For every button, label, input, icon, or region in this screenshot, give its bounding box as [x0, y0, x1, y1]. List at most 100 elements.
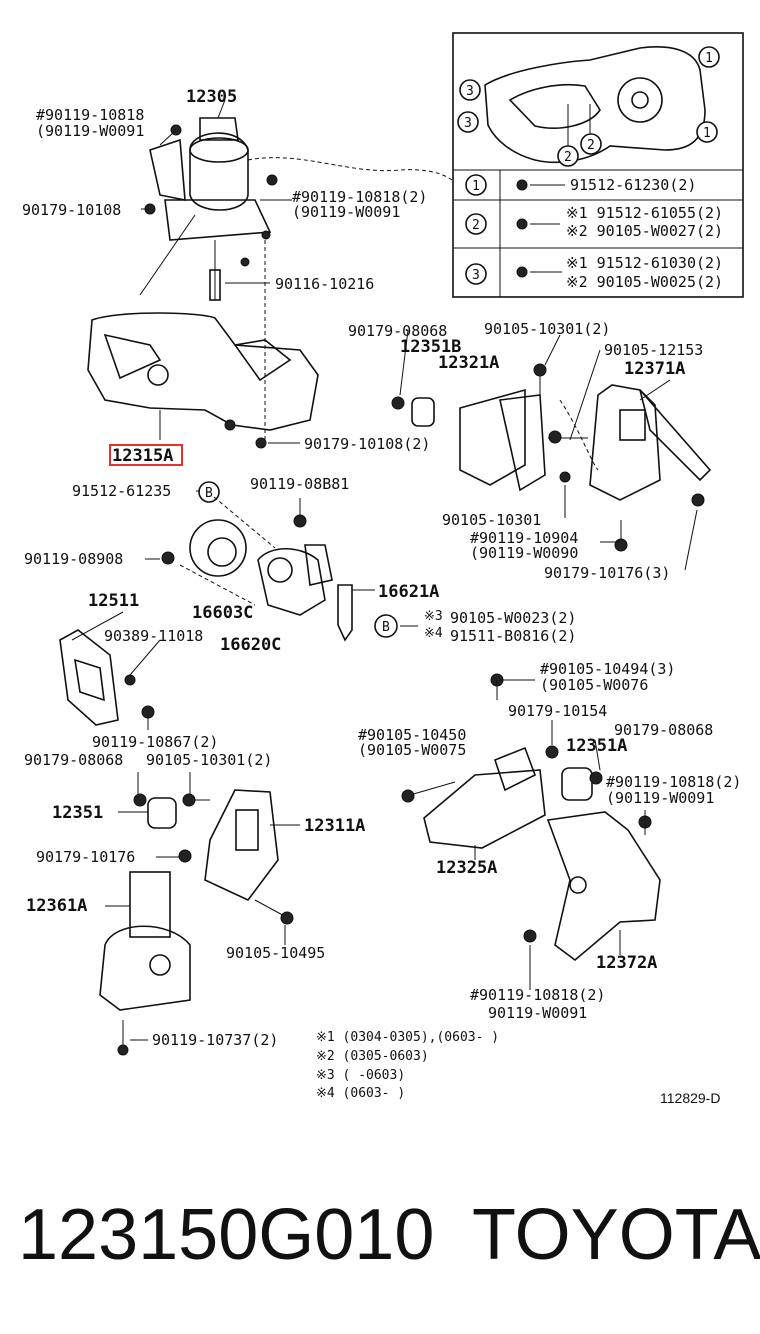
callout-16603C: 16603C [192, 603, 253, 623]
callout-90179-10108-2: 90179-10108(2) [304, 435, 430, 453]
bracket-12371A-drawing [559, 384, 712, 552]
callout-90179-10154: 90179-10154 [508, 702, 607, 720]
callout-90119-W0091-a: (90119-W0091 [36, 122, 144, 140]
parts-diagram: 1 1 3 3 2 2 1 91512-61230(2) 2 [22, 32, 744, 1106]
inset-row-2-label-b: ※2 90105-W0027(2) [566, 222, 723, 240]
svg-text:1: 1 [472, 179, 480, 194]
callout-90179-08068-a: 90179-08068 [348, 322, 447, 340]
callout-90179-08068-b: 90179-08068 [24, 751, 123, 769]
inset-table: 1 1 3 3 2 2 1 91512-61230(2) 2 [452, 32, 744, 298]
callout-91512-61235: 91512-61235 [72, 482, 171, 500]
callout-12511: 12511 [88, 591, 139, 611]
callout-90119-W0091-b: (90119-W0091 [292, 203, 400, 221]
callout-90119-10818-b: #90119-10818(2) [292, 188, 427, 206]
callout-12325A: 12325A [436, 858, 497, 878]
inset-row-1-label: 91512-61230(2) [570, 176, 696, 194]
footer: 123150G010 TOYOTA [0, 1190, 760, 1280]
diagram-id: 112829-D [660, 1090, 720, 1106]
callout-90179-08068-c: 90179-08068 [614, 721, 713, 739]
callout-12361A: 12361A [26, 896, 87, 916]
bracket-12321A-drawing [391, 363, 588, 492]
svg-text:2: 2 [472, 218, 480, 233]
bracket-12511-drawing [59, 629, 155, 730]
callout-12321A: 12321A [438, 353, 499, 373]
callout-16620C: 16620C [220, 635, 281, 655]
svg-text:B: B [382, 620, 390, 635]
callout-12311A: 12311A [304, 816, 365, 836]
callouts: 12305 #90119-10818 (90119-W0091 90179-10… [22, 87, 741, 1049]
footnote-1: ※1 (0304-0305),(0603- ) [316, 1030, 499, 1045]
bracket-12315A-drawing [87, 312, 319, 449]
footnote-3: ※3 ( -0603) [316, 1068, 405, 1083]
callout-90119-10818-2d: #90119-10818(2) [470, 986, 605, 1004]
callout-90105-12153: 90105-12153 [604, 341, 703, 359]
inset-row-3-label-a: ※1 91512-61030(2) [566, 254, 723, 272]
callout-90119-W0091-d: 90119-W0091 [488, 1004, 587, 1022]
callout-note4: ※4 [424, 626, 443, 641]
callout-16621A: 16621A [378, 582, 439, 602]
callout-90119-10737: 90119-10737(2) [152, 1031, 278, 1049]
callout-90105-W0075: (90105-W0075 [358, 741, 466, 759]
bracket-12372A-drawing [523, 745, 661, 962]
bracket-16621A-drawing [337, 584, 375, 642]
bracket-12325A-drawing [401, 673, 546, 849]
inset-circle-1b: 1 [696, 121, 718, 143]
bracket-12361A-drawing [99, 871, 191, 1056]
callout-90119-10867: 90119-10867(2) [92, 733, 218, 751]
callout-90119-08908: 90119-08908 [24, 550, 123, 568]
callout-90179-10108: 90179-10108 [22, 201, 121, 219]
inset-circle-1a: 1 [698, 46, 720, 68]
callout-90119-W0090: (90119-W0090 [470, 544, 578, 562]
svg-text:3: 3 [464, 116, 472, 131]
leader-lines [71, 99, 698, 1041]
inset-circle-3b: 3 [457, 111, 479, 133]
callout-90105-10301-2a: 90105-10301(2) [484, 320, 610, 338]
part-number: 123150G010 [18, 1195, 435, 1275]
callout-90119-10904: #90119-10904 [470, 529, 578, 547]
callout-90105-10450: #90105-10450 [358, 726, 466, 744]
callout-12371A: 12371A [624, 359, 685, 379]
callout-90105-10301: 90105-10301 [442, 511, 541, 529]
inset-row-2-label-a: ※1 91512-61055(2) [566, 204, 723, 222]
callout-12305: 12305 [186, 87, 237, 107]
svg-text:1: 1 [705, 51, 713, 66]
callout-90179-10176: 90179-10176 [36, 848, 135, 866]
callout-90389-11018: 90389-11018 [104, 627, 203, 645]
callout-90105-10495: 90105-10495 [226, 944, 325, 962]
callout-90105-W0076: (90105-W0076 [540, 676, 648, 694]
inset-circle-2b: 2 [580, 133, 602, 155]
svg-text:1: 1 [703, 126, 711, 141]
pulley-16603C-drawing [161, 496, 333, 616]
svg-text:2: 2 [564, 150, 572, 165]
callout-90105-10301-2b: 90105-10301(2) [146, 751, 272, 769]
svg-text:2: 2 [587, 138, 595, 153]
svg-text:B: B [205, 486, 213, 501]
callout-90119-10818-2c: #90119-10818(2) [606, 773, 741, 791]
callout-12372A: 12372A [596, 953, 657, 973]
callout-90105-W0023: 90105-W0023(2) [450, 609, 576, 627]
callout-12351B: 12351B [400, 337, 461, 357]
callout-90119-08B81: 90119-08B81 [250, 475, 349, 493]
callout-note3: ※3 [424, 609, 443, 624]
callout-90105-10494: #90105-10494(3) [540, 660, 675, 678]
circle-b-marker-1: B [198, 481, 220, 503]
footnote-2: ※2 (0305-0603) [316, 1049, 429, 1064]
inset-circle-3a: 3 [459, 79, 481, 101]
circle-b-marker-2: B [374, 614, 398, 638]
inset-row-3-label-b: ※2 90105-W0025(2) [566, 273, 723, 291]
svg-text:3: 3 [472, 268, 480, 283]
callout-90179-10176-3: 90179-10176(3) [544, 564, 670, 582]
footnote-4: ※4 (0603- ) [316, 1086, 405, 1101]
svg-text:3: 3 [466, 84, 474, 99]
callout-12315A: 12315A [112, 446, 173, 466]
callout-90119-10818-a: #90119-10818 [36, 106, 144, 124]
highlight-box [109, 444, 183, 466]
callout-91511-B0816: 91511-B0816(2) [450, 627, 576, 645]
callout-90116-10216: 90116-10216 [275, 275, 374, 293]
brand-name: TOYOTA [472, 1195, 760, 1275]
inset-circle-2a: 2 [557, 145, 579, 167]
callout-12351: 12351 [52, 803, 103, 823]
callout-12351A: 12351A [566, 736, 627, 756]
callout-90119-W0091-c: (90119-W0091 [606, 789, 714, 807]
bracket-12311A-drawing [133, 789, 294, 925]
